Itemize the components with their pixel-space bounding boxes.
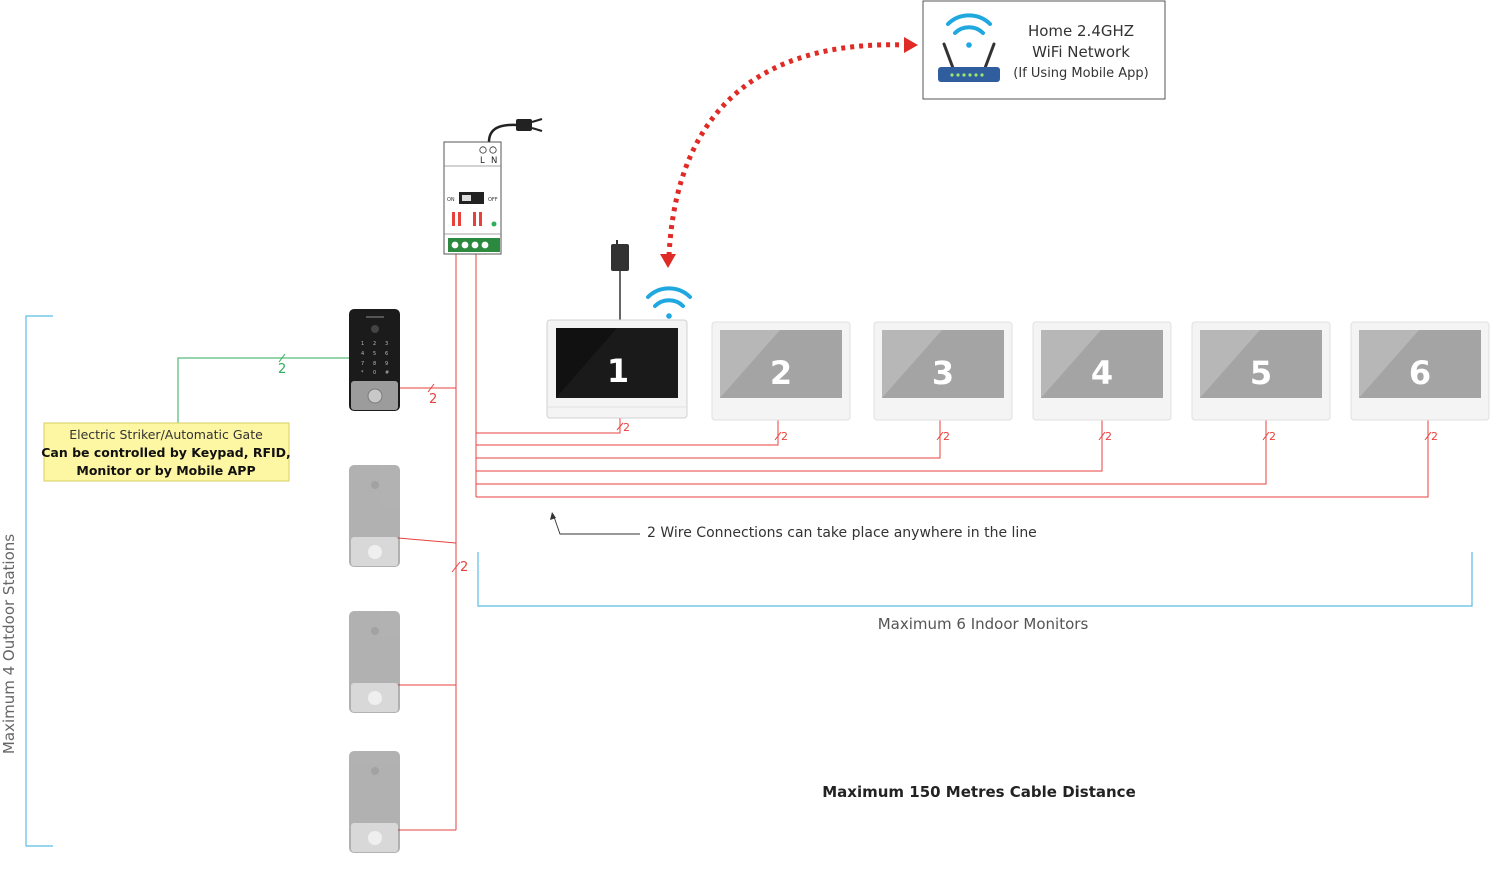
svg-text:7: 7 — [361, 361, 364, 367]
svg-text:N: N — [491, 156, 497, 166]
svg-text:Monitor or by Mobile APP: Monitor or by Mobile APP — [76, 463, 255, 478]
svg-text:OFF: OFF — [488, 197, 498, 203]
power-adapter — [611, 240, 629, 320]
router-icon — [938, 42, 1000, 82]
svg-text:Home 2.4GHZ: Home 2.4GHZ — [1028, 22, 1134, 40]
outdoor-station-3 — [349, 611, 400, 713]
svg-text:4: 4 — [1091, 354, 1113, 392]
wire-note-callout — [550, 512, 640, 535]
svg-text:6: 6 — [385, 351, 388, 357]
outdoor-station-2 — [349, 465, 400, 567]
svg-text:L: L — [480, 156, 485, 166]
monitor-4: 4 — [1032, 321, 1172, 421]
svg-text:4: 4 — [361, 351, 364, 357]
svg-text:3: 3 — [385, 341, 388, 347]
monitor-3: 3 — [873, 321, 1013, 421]
svg-text:*: * — [361, 370, 364, 376]
svg-text:2: 2 — [373, 341, 376, 347]
wire-marker-monitor-6: 2 — [1424, 430, 1438, 443]
router-box: Home 2.4GHZ WiFi Network (If Using Mobil… — [922, 0, 1166, 100]
indoor-monitors-label: Maximum 6 Indoor Monitors — [878, 615, 1089, 633]
wire-marker-monitor-1: 2 — [616, 421, 630, 434]
monitor-wifi-icon — [646, 286, 692, 319]
outdoor-bracket — [25, 315, 53, 847]
svg-text:WiFi Network: WiFi Network — [1032, 43, 1130, 61]
striker-wire: 2 — [177, 353, 350, 424]
outdoor-station-4 — [349, 751, 400, 853]
svg-text:2: 2 — [943, 430, 950, 443]
outdoor-station-1: 1 2 3 4 5 6 7 8 9 * 0 # — [349, 309, 400, 411]
svg-text:5: 5 — [1250, 354, 1272, 392]
svg-text:3: 3 — [932, 354, 954, 392]
monitor-6: 6 — [1350, 321, 1490, 421]
svg-text:2: 2 — [460, 560, 468, 575]
svg-text:5: 5 — [373, 351, 376, 357]
power-plug-icon — [516, 118, 543, 132]
wire-marker-monitor-3: 2 — [936, 430, 950, 443]
power-supply-unit: L N ON OFF — [443, 118, 543, 255]
svg-text:6: 6 — [1409, 354, 1431, 392]
svg-text:2: 2 — [623, 421, 630, 434]
striker-note: Electric Striker/Automatic Gate Can be c… — [41, 422, 291, 482]
svg-text:#: # — [385, 370, 389, 376]
svg-text:2: 2 — [781, 430, 788, 443]
svg-text:2: 2 — [1105, 430, 1112, 443]
cable-distance-label: Maximum 150 Metres Cable Distance — [822, 783, 1136, 801]
wire-marker-outdoor-bus: 2 — [451, 560, 468, 575]
svg-text:1: 1 — [607, 352, 629, 390]
power-cable — [487, 123, 519, 143]
bus-wiring — [397, 252, 1429, 831]
monitor-5: 5 — [1191, 321, 1331, 421]
wire-marker-monitor-5: 2 — [1262, 430, 1276, 443]
wire-marker-monitor-2: 2 — [774, 430, 788, 443]
svg-text:(If Using Mobile App): (If Using Mobile App) — [1013, 66, 1148, 81]
wifi-icon — [946, 13, 992, 48]
svg-text:2: 2 — [770, 354, 792, 392]
wifi-link-arrow — [660, 37, 918, 268]
svg-text:0: 0 — [373, 370, 376, 376]
outdoor-stations-label: Maximum 4 Outdoor Stations — [0, 534, 18, 754]
wire-note-text: 2 Wire Connections can take place anywhe… — [647, 525, 1037, 541]
monitor-1: 1 — [546, 319, 688, 419]
svg-text:2: 2 — [429, 392, 437, 407]
monitor-2: 2 — [711, 321, 851, 421]
svg-text:2: 2 — [278, 362, 286, 377]
indoor-bracket — [477, 552, 1473, 607]
svg-text:Electric Striker/Automatic Gat: Electric Striker/Automatic Gate — [69, 427, 263, 442]
svg-text:Can be controlled by Keypad, R: Can be controlled by Keypad, RFID, — [41, 445, 291, 460]
wire-marker-outdoor-1: 2 — [427, 383, 437, 407]
svg-text:9: 9 — [385, 361, 388, 367]
svg-text:1: 1 — [361, 341, 364, 347]
svg-text:ON: ON — [447, 197, 455, 203]
svg-text:2: 2 — [1269, 430, 1276, 443]
wire-marker-monitor-4: 2 — [1098, 430, 1112, 443]
wire-count-markers: 2 2 2 2 2 2 2 2 — [427, 383, 1438, 575]
svg-text:8: 8 — [373, 361, 376, 367]
svg-text:2: 2 — [1431, 430, 1438, 443]
